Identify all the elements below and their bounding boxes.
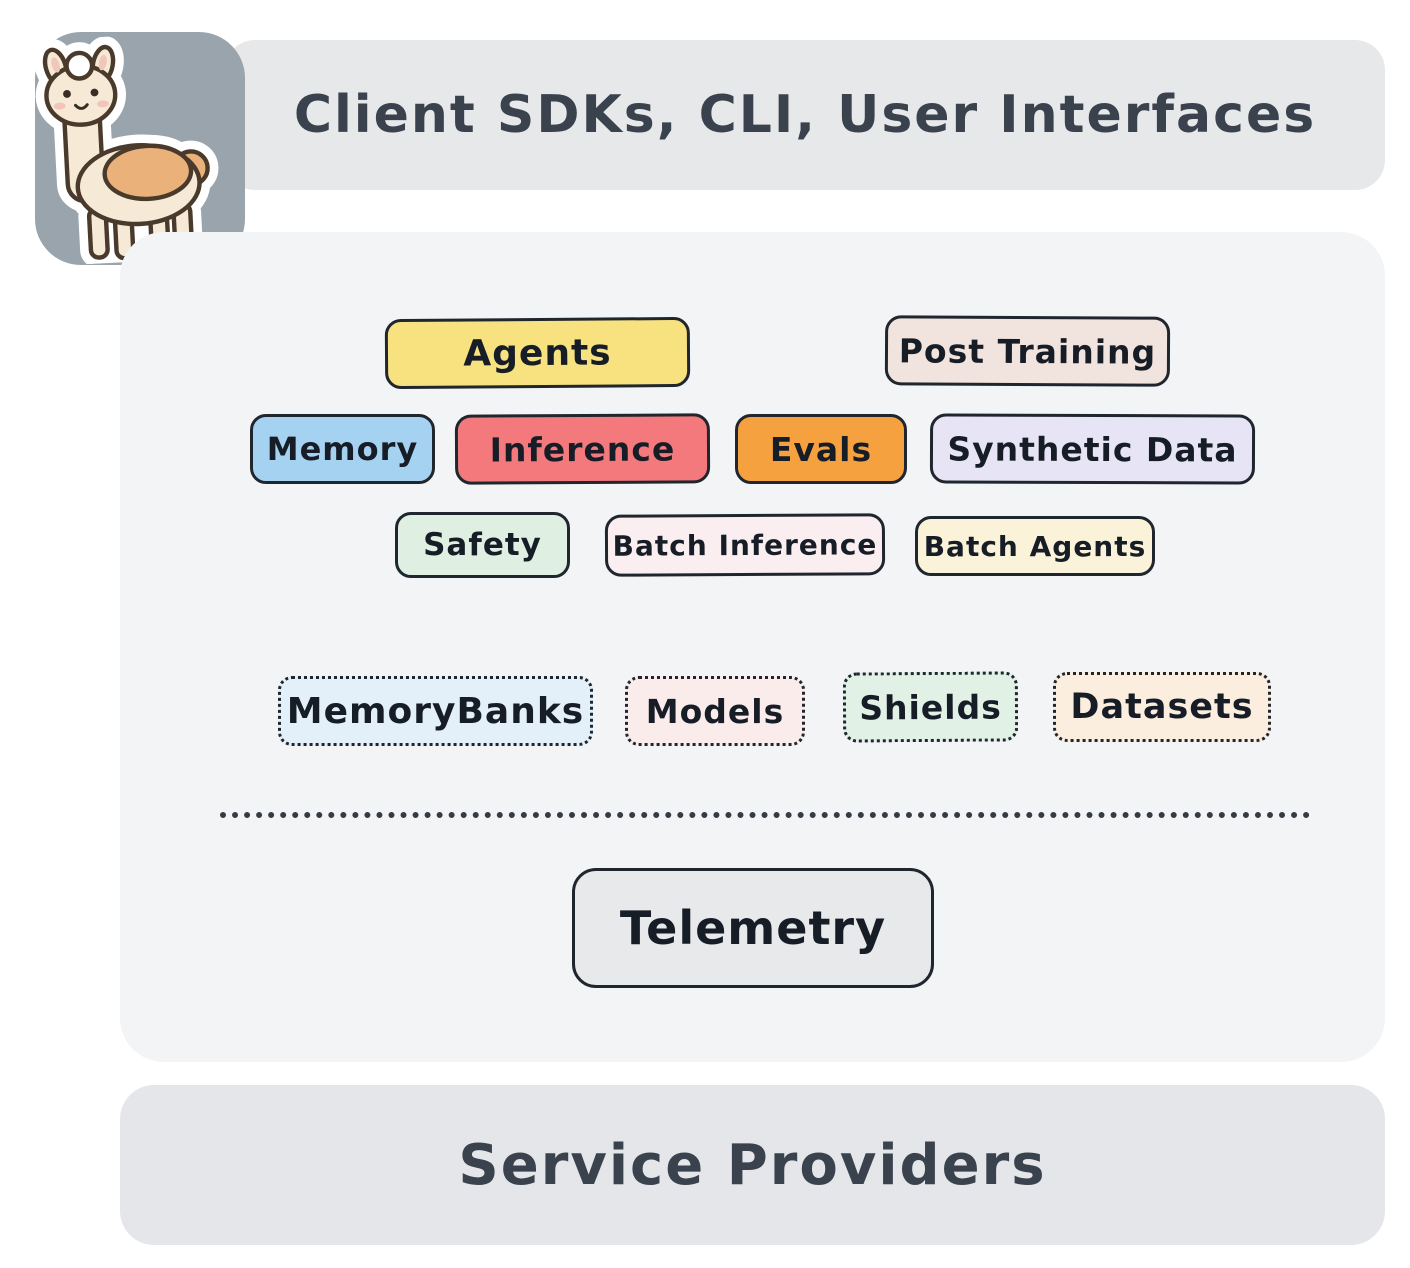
resource-box-shields: Shields xyxy=(842,671,1019,743)
resource-box-datasets-label: Datasets xyxy=(1070,687,1254,727)
api-box-evals-label: Evals xyxy=(769,429,873,469)
api-box-batch-inference: Batch Inference xyxy=(604,513,886,577)
service-providers-title: Service Providers xyxy=(458,1132,1047,1198)
api-box-synthetic-data-label: Synthetic Data xyxy=(947,428,1238,470)
api-box-batch-inference-label: Batch Inference xyxy=(612,527,878,563)
client-layer-title: Client SDKs, CLI, User Interfaces xyxy=(293,85,1317,145)
api-box-post-training-label: Post Training xyxy=(898,330,1157,372)
api-box-batch-agents-label: Batch Agents xyxy=(923,529,1147,563)
resource-box-models-label: Models xyxy=(645,691,785,731)
service-providers-bar: Service Providers xyxy=(120,1085,1385,1245)
dotted-divider xyxy=(220,812,1310,818)
api-box-safety-label: Safety xyxy=(423,527,542,563)
llama-mascot-icon xyxy=(10,31,238,268)
api-box-safety: Safety xyxy=(395,512,570,578)
api-box-batch-agents: Batch Agents xyxy=(915,516,1155,576)
api-box-agents-label: Agents xyxy=(463,331,612,375)
resource-box-memory-banks: MemoryBanks xyxy=(278,676,593,746)
api-box-evals: Evals xyxy=(735,414,907,484)
resource-box-datasets: Datasets xyxy=(1053,672,1271,742)
resource-box-models: Models xyxy=(625,676,805,746)
api-box-inference-label: Inference xyxy=(489,429,676,469)
telemetry-box-label: Telemetry xyxy=(619,901,887,955)
resource-box-memory-banks-label: MemoryBanks xyxy=(286,690,585,732)
api-box-synthetic-data: Synthetic Data xyxy=(929,413,1256,485)
telemetry-box: Telemetry xyxy=(572,868,934,988)
resource-box-shields-label: Shields xyxy=(859,687,1002,727)
api-box-post-training: Post Training xyxy=(884,315,1171,387)
api-box-inference: Inference xyxy=(454,413,711,485)
llama-face xyxy=(51,54,109,110)
api-box-agents: Agents xyxy=(384,316,691,390)
api-box-memory: Memory xyxy=(250,414,435,484)
api-box-memory-label: Memory xyxy=(266,430,419,468)
client-layer-bar: Client SDKs, CLI, User Interfaces xyxy=(225,40,1385,190)
